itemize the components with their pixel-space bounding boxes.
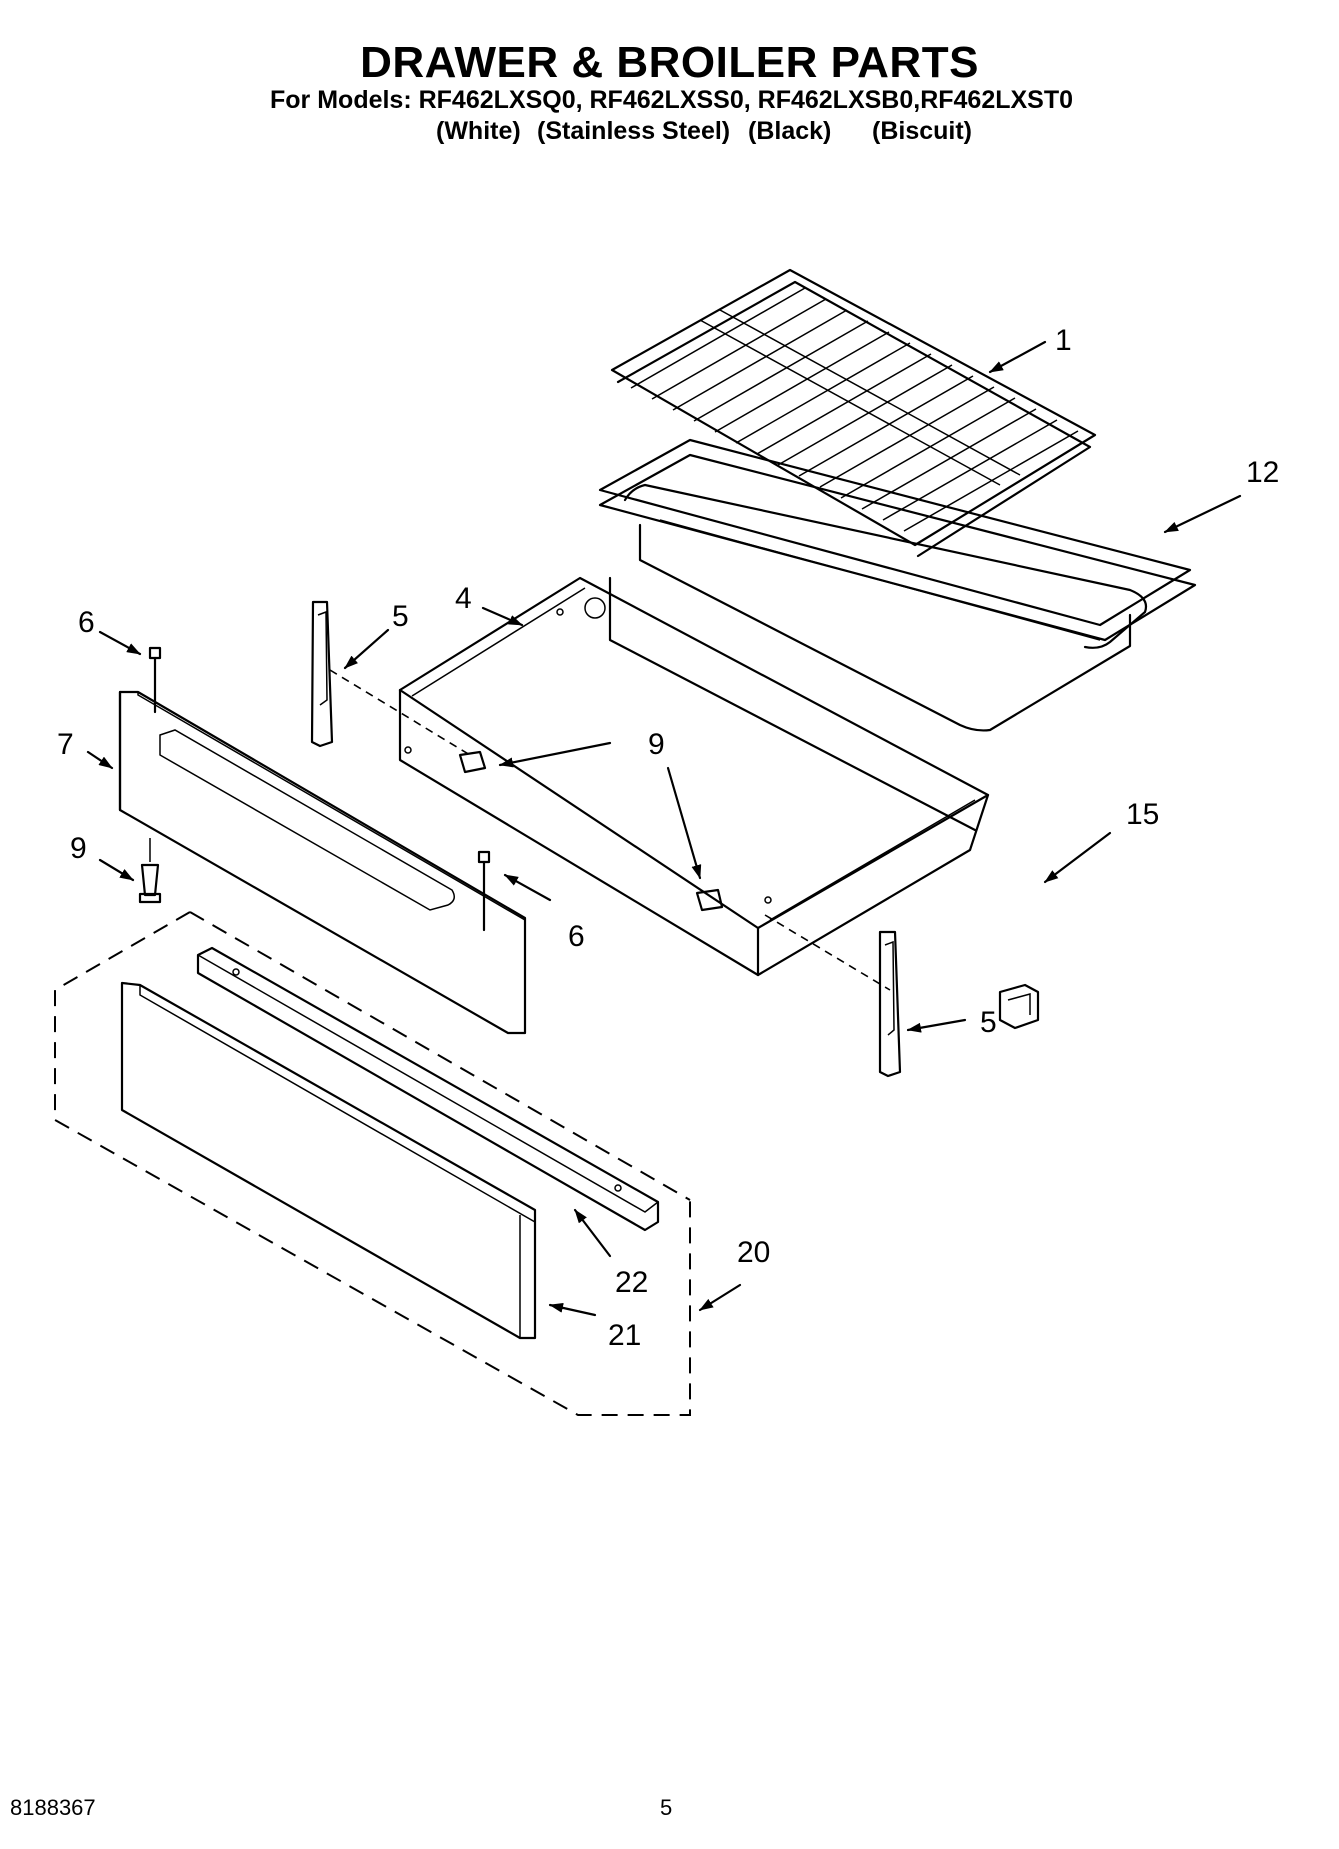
callout-6-top: 6 bbox=[78, 606, 95, 639]
callout-9-center: 9 bbox=[648, 728, 665, 761]
screw-9-bottom bbox=[138, 838, 162, 904]
drawer-front-panel bbox=[118, 690, 527, 1035]
callout-20: 20 bbox=[737, 1236, 770, 1269]
clip-15 bbox=[998, 983, 1040, 1030]
callout-7: 7 bbox=[57, 728, 74, 761]
drawer-trim-22 bbox=[196, 946, 660, 1232]
color-biscuit: (Biscuit) bbox=[872, 117, 972, 145]
callout-12: 12 bbox=[1246, 456, 1279, 489]
screw-9-drawer-right bbox=[695, 888, 724, 912]
models-line: For Models: RF462LXSQ0, RF462LXSS0, RF46… bbox=[270, 86, 1074, 114]
screw-6-right bbox=[477, 850, 491, 932]
drawer-slide-left bbox=[310, 600, 334, 748]
callout-15: 15 bbox=[1126, 798, 1159, 831]
broiler-pan bbox=[598, 438, 1197, 732]
callout-4: 4 bbox=[455, 582, 472, 615]
callout-21: 21 bbox=[608, 1319, 641, 1352]
callout-9-left: 9 bbox=[70, 832, 87, 865]
drawer-body bbox=[398, 576, 990, 977]
color-stainless-steel: (Stainless Steel) bbox=[537, 117, 731, 145]
callout-1: 1 bbox=[1055, 324, 1072, 357]
callout-22: 22 bbox=[615, 1266, 648, 1299]
broiler-grid bbox=[610, 268, 1097, 558]
callout-6-right: 6 bbox=[568, 920, 585, 953]
drawer-slide-right bbox=[878, 930, 902, 1078]
drawer-outer-panel-21 bbox=[120, 981, 537, 1340]
color-white: (White) bbox=[436, 117, 521, 145]
callout-5-right: 5 bbox=[980, 1006, 997, 1039]
screw-6-top bbox=[148, 646, 162, 714]
color-black: (Black) bbox=[748, 117, 832, 145]
page-number: 5 bbox=[660, 1795, 673, 1820]
screw-9-drawer-left bbox=[458, 750, 487, 774]
page-title: DRAWER & BROILER PARTS bbox=[360, 38, 979, 87]
document-code: 8188367 bbox=[10, 1795, 96, 1820]
callout-5-top: 5 bbox=[392, 600, 409, 633]
